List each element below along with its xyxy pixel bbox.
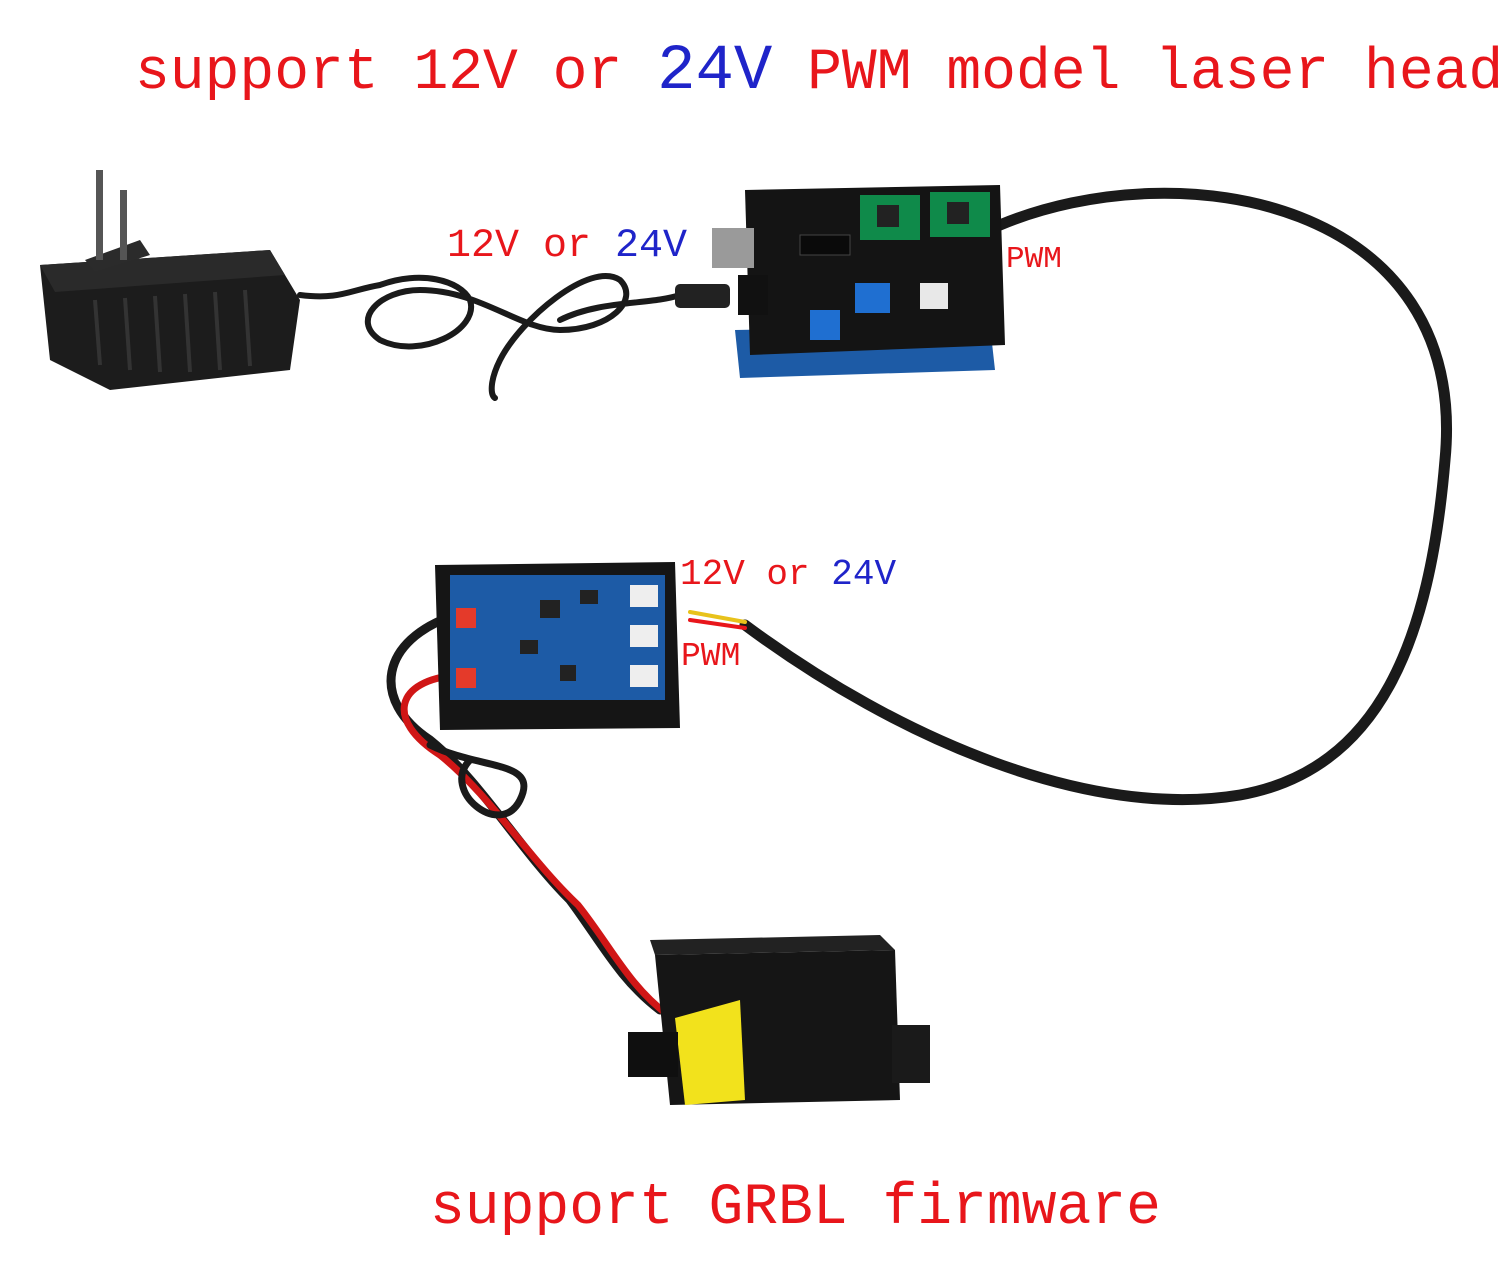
adapter-12v-text: 12V or [447,224,592,269]
adapter-24v-text: 24V [615,224,688,269]
headline: support 12V or 24V PWM model laser head [135,40,1500,104]
driver-pwm-label: PWM [681,638,741,675]
laser-driver [435,562,680,730]
dc-plug [675,284,730,308]
headline-part1: support 12V or [135,41,658,106]
driver-24v-text: 24V [831,554,897,595]
driver-voltage-label: 12V or 24V [680,557,896,593]
driver-12v-text: 12V or [680,554,810,595]
adapter-voltage-label: 12V or 24V [447,227,687,267]
headline-part3: PWM model laser head [772,41,1500,106]
shield-pwm-label: PWM [1006,242,1062,277]
laser-head [628,935,930,1105]
pwm-cable [739,187,1452,806]
controller-board [712,185,1005,378]
power-adapter [40,170,300,390]
headline-24v: 24V [657,36,773,108]
power-cable [297,273,683,401]
footer-caption: support GRBL firmware [430,1176,1161,1241]
